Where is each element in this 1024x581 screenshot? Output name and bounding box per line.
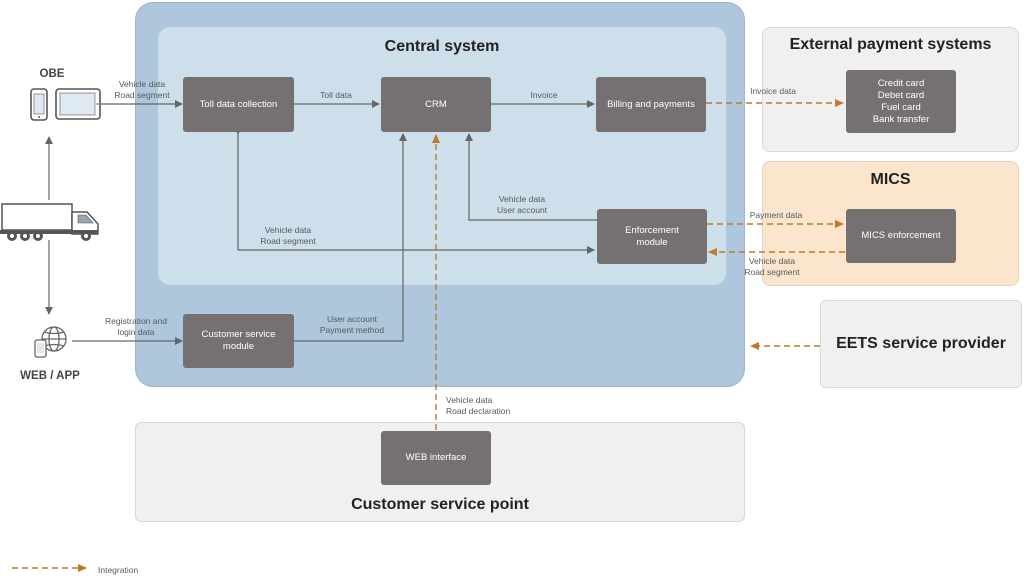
enforcement-module-box: Enforcement module (597, 209, 707, 264)
label-enf-mics: Payment data (749, 210, 803, 220)
customer-service-module-box: Customer service module (183, 314, 294, 368)
arrow-toll-enf (234, 127, 595, 254)
label-mics-enf: Vehicle data Road segment (744, 256, 800, 277)
web-app-label: WEB / APP (20, 370, 80, 382)
label-webif-crm: Vehicle data Road declaration (446, 395, 511, 416)
customer-service-point-title: Customer service point (351, 496, 529, 513)
label-crm-billing: Invoice (530, 90, 558, 100)
truck-icon (0, 203, 99, 241)
label-toll-crm: Toll data (320, 90, 352, 100)
label-billing-external: Invoice data (750, 86, 796, 96)
external-payment-title: External payment systems (789, 36, 992, 53)
tablet-icon (55, 88, 101, 120)
label-obe-toll: Vehicle data Road segment (114, 79, 170, 100)
arrow-cs-crm (294, 133, 407, 342)
label-crm-enf: Vehicle data User account (496, 194, 548, 215)
label-web-cs: Registration and login data (105, 316, 167, 337)
label-cs-crm: User account Payment method (319, 314, 385, 335)
web-interface-box: WEB interface (381, 431, 491, 485)
eets-region (820, 300, 1022, 388)
central-system-title: Central system (384, 38, 500, 55)
phone-icon (30, 88, 48, 121)
mics-enforcement-box: MICS enforcement (846, 209, 956, 263)
obe-label: OBE (39, 68, 65, 80)
billing-payments-box: Billing and payments (596, 77, 706, 132)
crm-box: CRM (381, 77, 491, 132)
label-toll-enf: Vehicle data Road segment (260, 225, 316, 246)
legend-integration-label: Integration (98, 565, 139, 575)
mics-title: MICS (870, 171, 911, 188)
toll-data-collection-box: Toll data collection (183, 77, 294, 132)
eets-title: EETS service provider (836, 335, 1006, 352)
payment-methods-box: Credit card Debet card Fuel card Bank tr… (846, 70, 956, 133)
globe-icon (34, 326, 67, 358)
